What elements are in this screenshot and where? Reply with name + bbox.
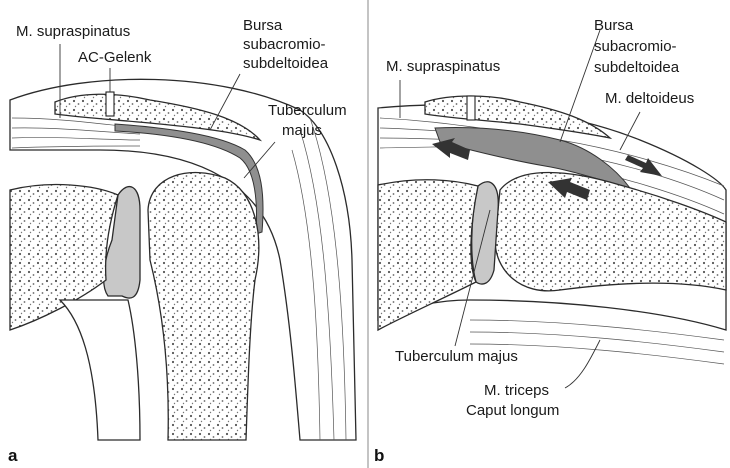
leader-triceps-b: [565, 340, 600, 388]
label-bursa-a-line1: Bursa: [243, 17, 283, 34]
label-bursa-b-line2: subacromio-: [594, 38, 677, 55]
label-tuberculum-a-line2: majus: [282, 122, 322, 139]
label-bursa-b-line3: subdeltoidea: [594, 59, 680, 76]
panel-letter-a: a: [8, 446, 18, 465]
scapula-neck-a: [60, 300, 140, 440]
label-supraspinatus-a: M. supraspinatus: [16, 23, 130, 40]
humeral-head-a: [148, 173, 259, 440]
ac-joint-b: [467, 96, 475, 120]
ac-joint-a: [106, 92, 114, 116]
label-supraspinatus-b: M. supraspinatus: [386, 58, 500, 75]
scapula-b: [378, 180, 478, 330]
label-bursa-b-line1: Bursa: [594, 17, 634, 34]
label-tuberculum-b: Tuberculum majus: [395, 348, 518, 365]
label-ac-joint-a: AC-Gelenk: [78, 49, 152, 66]
panel-letter-b: b: [374, 446, 384, 465]
label-tuberculum-a-line1: Tuberculum: [268, 102, 347, 119]
panel-b: M. supraspinatus Bursa subacromio- subde…: [374, 17, 726, 465]
label-triceps-b-line2: Caput longum: [466, 402, 559, 419]
label-deltoideus-b: M. deltoideus: [605, 90, 694, 107]
label-bursa-a-line3: subdeltoidea: [243, 55, 329, 72]
panel-a: M. supraspinatus AC-Gelenk Bursa subacro…: [8, 17, 356, 465]
label-bursa-a-line2: subacromio-: [243, 36, 326, 53]
label-triceps-b-line1: M. triceps: [484, 382, 549, 399]
